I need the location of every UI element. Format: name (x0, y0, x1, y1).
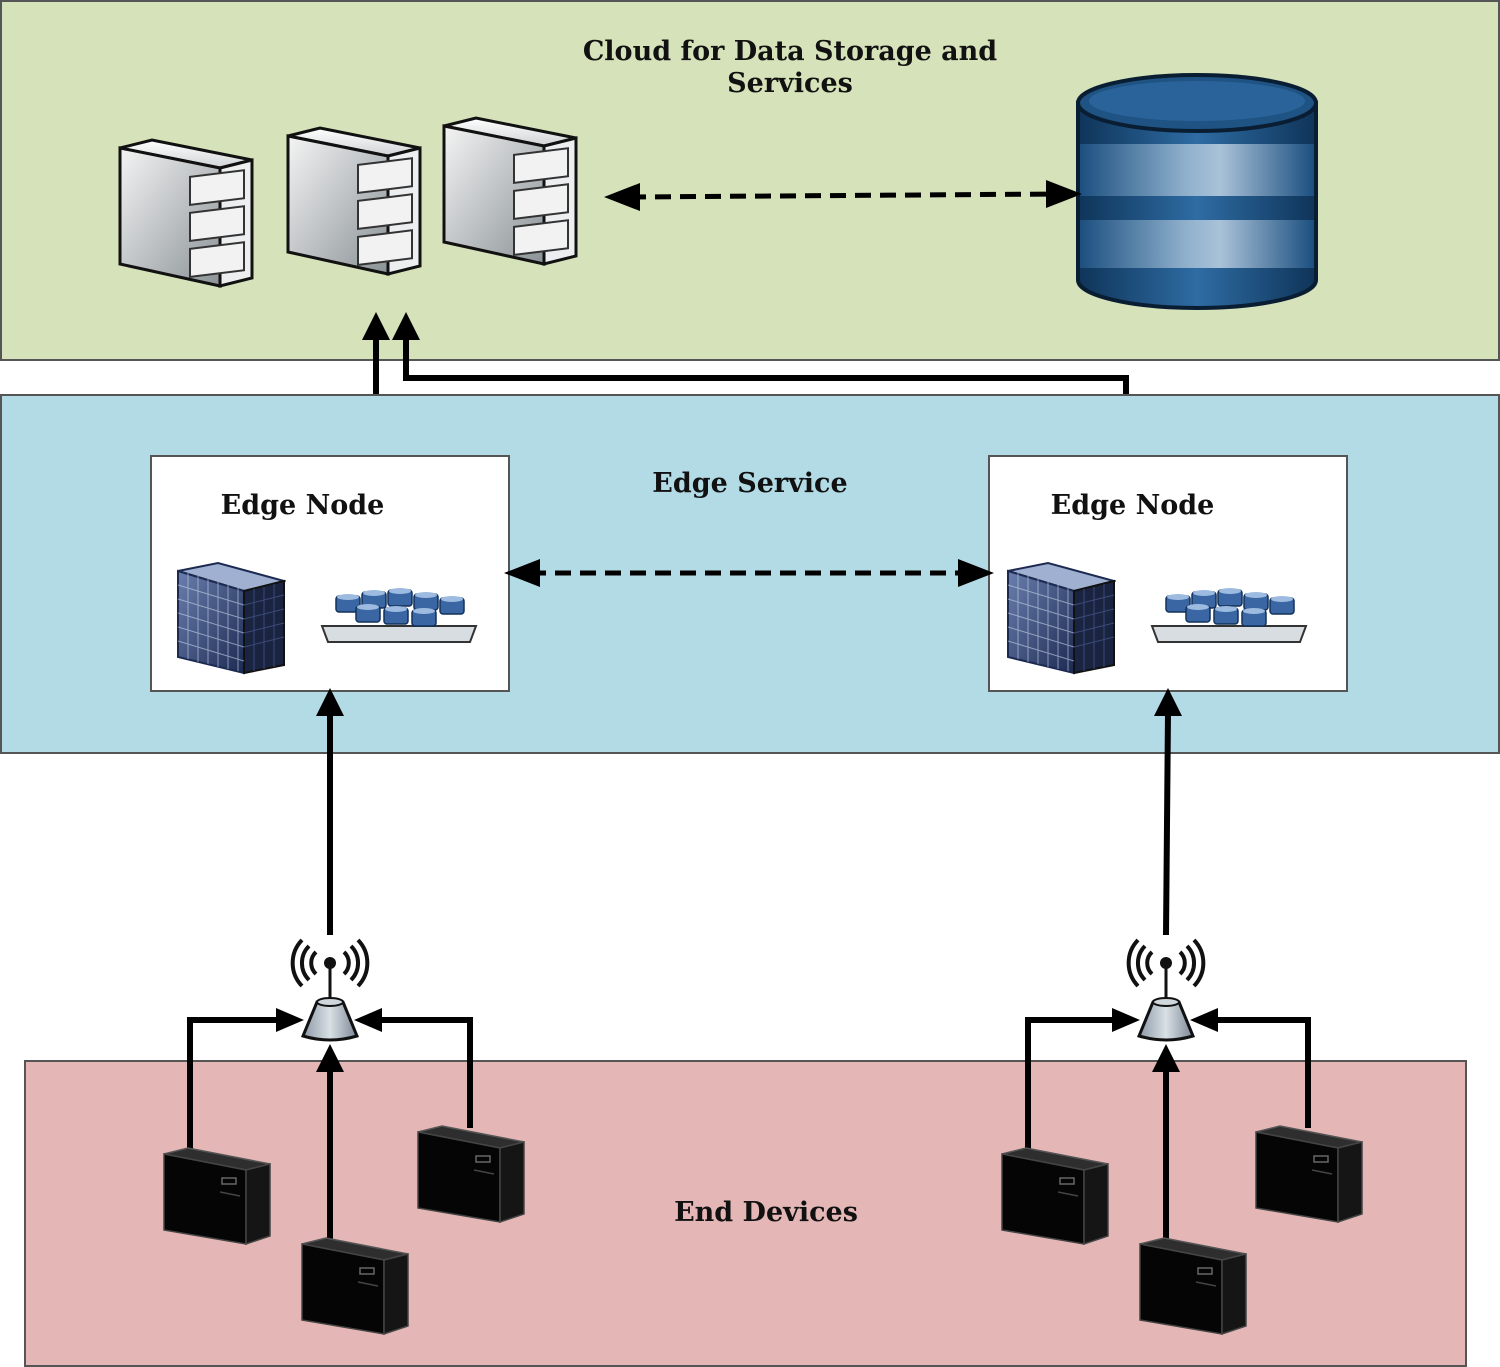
end-device-4-icon (1001, 1147, 1109, 1245)
end-devices-layer-label: End Devices (674, 1197, 858, 1228)
arrowhead-up (362, 312, 390, 340)
edge-to-cloud-arrow-right (403, 336, 1129, 394)
database-icon (1076, 73, 1318, 310)
wireless-access-point-left-icon (290, 938, 370, 1042)
arrowhead-up (316, 688, 344, 716)
edge-layer-label: Edge Service (652, 468, 848, 499)
edge-node-left-label: Edge Node (220, 490, 385, 521)
edge-building-right-icon (1007, 562, 1115, 674)
wireless-access-point-right-icon (1126, 938, 1206, 1042)
end-device-6-icon (1139, 1237, 1247, 1335)
edge-storage-right-icon (1151, 588, 1307, 643)
edge-node-right-label: Edge Node (1050, 490, 1215, 521)
arrowhead-right (1112, 1008, 1140, 1032)
arrowhead-right (276, 1008, 304, 1032)
ap-to-edge-arrow-right (1163, 711, 1171, 936)
device-to-ap-link (187, 1017, 282, 1150)
end-device-3-icon (301, 1237, 409, 1335)
arrowhead-left (354, 1008, 382, 1032)
end-device-5-icon (1255, 1125, 1363, 1223)
cloud-layer-label: Cloud for Data Storage and Services (582, 36, 998, 99)
arrowhead-left (1190, 1008, 1218, 1032)
arrowhead-left (604, 183, 640, 211)
cloud-server-2-icon (286, 126, 422, 276)
cloud-server-1-icon (118, 138, 254, 288)
arrowhead-up (392, 312, 420, 340)
edge-building-left-icon (177, 562, 285, 674)
end-device-1-icon (163, 1147, 271, 1245)
end-device-2-icon (417, 1125, 525, 1223)
arrowhead-right (958, 559, 994, 587)
edge-storage-left-icon (321, 588, 477, 643)
arrowhead-right (1046, 180, 1082, 208)
arrowhead-up (1152, 1044, 1180, 1072)
arrowhead-left (504, 559, 540, 587)
arrowhead-up (316, 1044, 344, 1072)
device-to-ap-link (376, 1017, 473, 1128)
cloud-server-3-icon (442, 116, 578, 266)
cloud-link-dashed-line (629, 191, 1059, 200)
device-to-ap-link (1212, 1017, 1311, 1128)
arrowhead-up (1154, 688, 1182, 716)
device-to-ap-link (1025, 1017, 1118, 1150)
